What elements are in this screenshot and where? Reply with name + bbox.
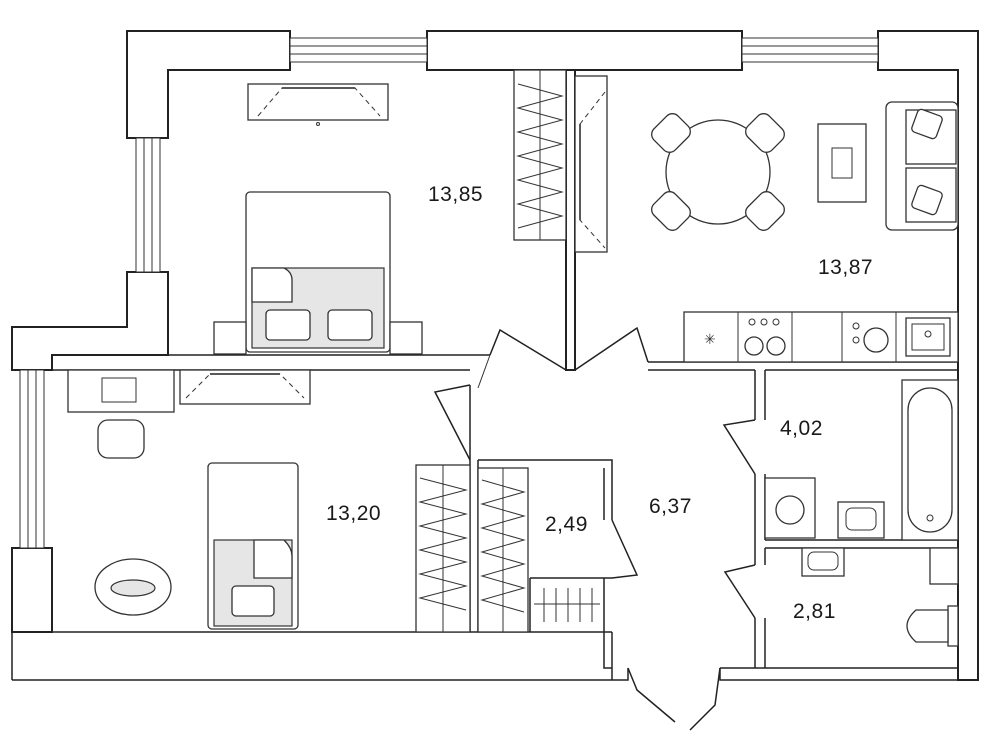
bathroom-fixtures	[764, 379, 959, 647]
area-label-kitchen-living: 13,87	[818, 256, 874, 279]
doors	[433, 326, 756, 731]
windows	[19, 37, 879, 549]
storage-furniture	[477, 467, 600, 633]
area-label-storage: 2,49	[545, 513, 588, 536]
area-label-bedroom-2: 13,20	[326, 502, 382, 525]
area-label-hallway: 6,37	[649, 495, 692, 518]
kitchen-furniture: ✳	[574, 75, 959, 363]
svg-text:✳: ✳	[704, 332, 716, 348]
bedroom-2-furniture	[67, 369, 471, 633]
area-label-bedroom-1: 13,85	[428, 183, 484, 206]
area-label-toilet: 2,81	[793, 600, 836, 623]
bedroom-1-furniture	[213, 69, 567, 355]
area-label-bathroom: 4,02	[780, 417, 823, 440]
